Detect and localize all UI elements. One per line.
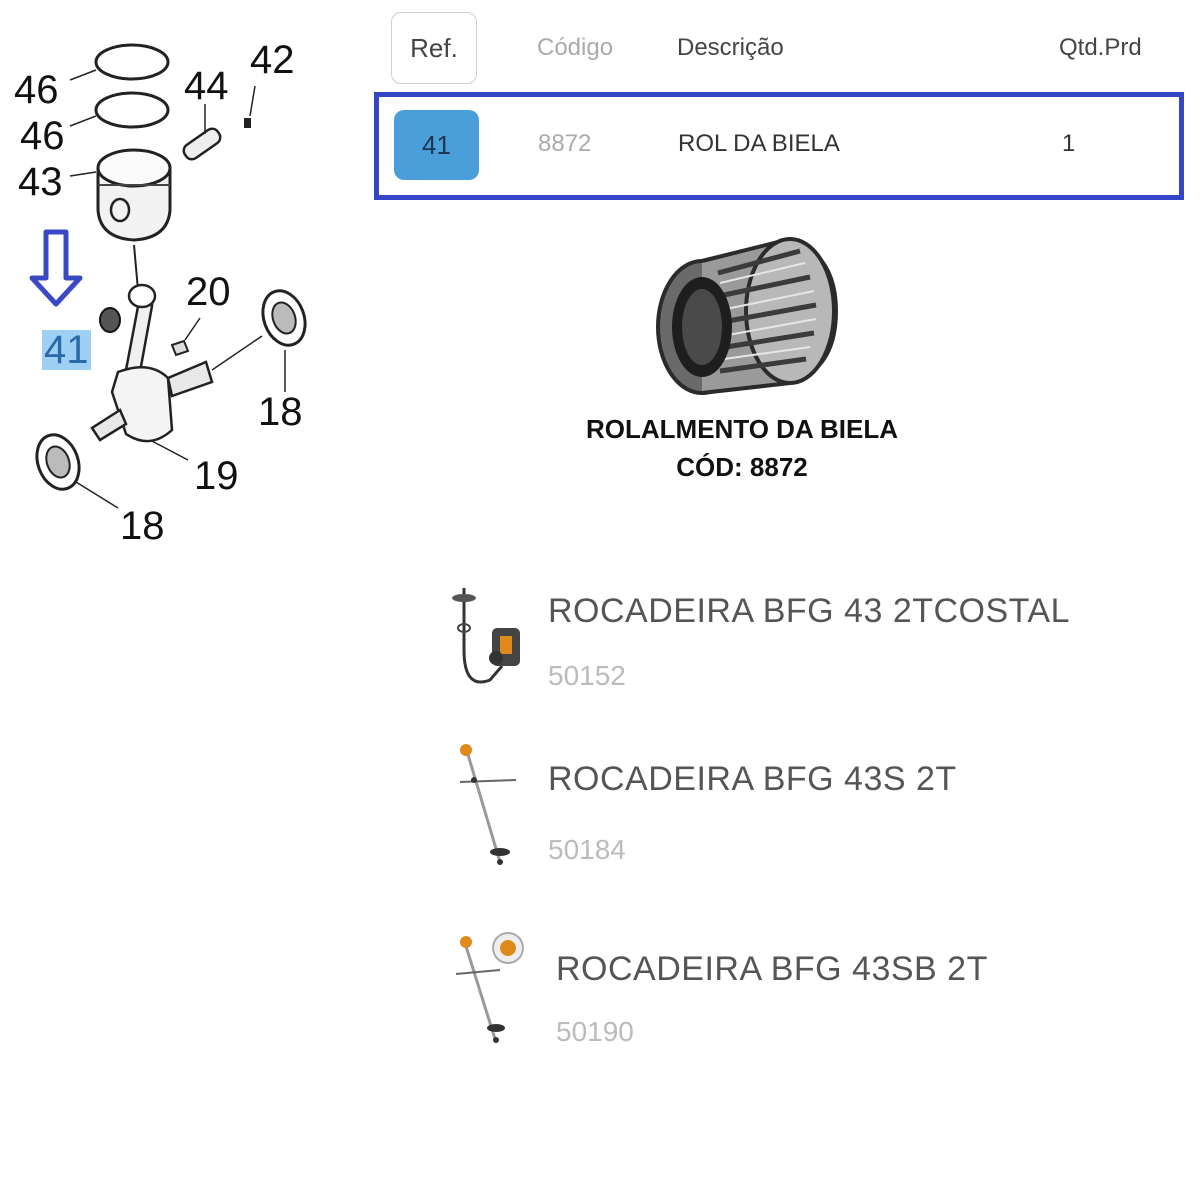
brushcutter-icon xyxy=(455,932,524,1043)
header-qtd: Qtd.Prd xyxy=(1059,34,1142,61)
callout-20: 20 xyxy=(186,270,231,314)
exploded-parts-diagram: 46 46 43 44 42 20 41 18 19 18 xyxy=(0,0,440,560)
machine-item[interactable]: ROCADEIRA BFG 43S 2T 50184 xyxy=(430,738,1130,888)
machine-item[interactable]: ROCADEIRA BFG 43 2TCOSTAL 50152 xyxy=(430,580,1130,730)
ref-sort-button[interactable]: Ref. xyxy=(391,12,477,84)
machine-item[interactable]: ROCADEIRA BFG 43SB 2T 50190 xyxy=(430,930,1130,1080)
header-descricao: Descrição xyxy=(677,34,784,61)
callout-18-right: 18 xyxy=(258,390,303,434)
product-caption-title: ROLALMENTO DA BIELA xyxy=(586,414,898,444)
machine-code: 50190 xyxy=(556,1016,634,1047)
brushcutter-icon xyxy=(459,744,517,865)
ref-badge[interactable]: 41 xyxy=(394,110,479,180)
callout-19: 19 xyxy=(194,454,239,498)
needle-bearing-image xyxy=(656,236,839,395)
backpack-brushcutter-icon xyxy=(452,588,520,684)
callout-41-highlighted: 41 xyxy=(42,328,91,372)
callout-18-bottom: 18 xyxy=(120,504,165,548)
callout-46-top: 46 xyxy=(14,68,59,112)
machine-code: 50184 xyxy=(548,834,626,865)
callout-43: 43 xyxy=(18,160,63,204)
callout-46-bottom: 46 xyxy=(20,114,65,158)
machine-name: ROCADEIRA BFG 43 2TCOSTAL xyxy=(548,592,1071,630)
machine-code: 50152 xyxy=(548,660,626,691)
ref-badge-value: 41 xyxy=(422,129,451,160)
machine-name: ROCADEIRA BFG 43SB 2T xyxy=(556,950,988,988)
header-codigo: Código xyxy=(537,34,614,61)
row-descricao: ROL DA BIELA xyxy=(678,130,840,157)
callout-44: 44 xyxy=(184,64,229,108)
row-qtd: 1 xyxy=(1062,130,1076,157)
callout-42: 42 xyxy=(250,38,295,82)
selected-row-highlight[interactable] xyxy=(374,92,1184,200)
row-codigo: 8872 xyxy=(538,130,592,157)
machine-name: ROCADEIRA BFG 43S 2T xyxy=(548,760,957,798)
product-caption-code: CÓD: 8872 xyxy=(676,452,808,482)
arrow-down-icon xyxy=(29,229,83,307)
engine-parts-drawing xyxy=(29,43,307,509)
